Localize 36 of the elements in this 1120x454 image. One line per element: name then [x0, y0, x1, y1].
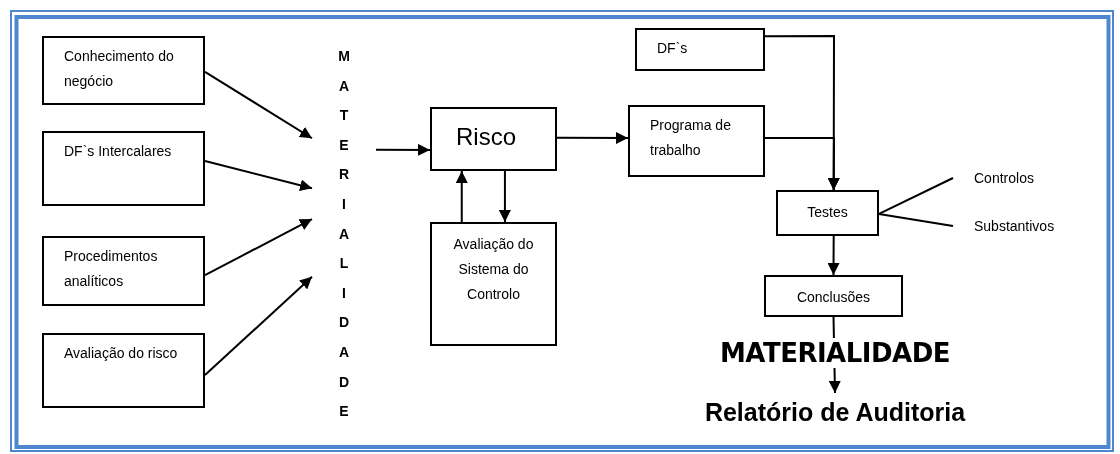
branch-label: Controlos — [974, 169, 1035, 188]
process-box — [635, 28, 765, 71]
box-text: Conclusões — [795, 288, 872, 307]
box-text: Programa de trabalho — [650, 116, 732, 160]
arrow — [204, 218, 313, 277]
box-text: Avaliação do risco — [64, 344, 179, 363]
process-box — [42, 236, 205, 306]
arrow — [204, 275, 313, 376]
connector-line — [878, 177, 954, 215]
box-text: Risco — [456, 122, 517, 152]
box-text: DF`s — [657, 39, 689, 58]
box-text: Testes — [806, 203, 849, 222]
arrow — [455, 170, 468, 223]
arrow — [764, 137, 840, 191]
process-box — [42, 131, 205, 206]
box-text: Conhecimento do negócio — [64, 47, 175, 91]
process-box — [42, 36, 205, 105]
connector-line — [878, 212, 954, 227]
process-box — [628, 105, 765, 177]
arrow — [556, 132, 629, 145]
box-text: Procedimentos analíticos — [64, 247, 159, 291]
process-box — [430, 222, 557, 346]
arrow — [498, 170, 511, 223]
process-box — [776, 190, 879, 236]
arrow — [827, 235, 840, 276]
box-text: Avaliação do Sistema do Controlo — [452, 235, 535, 304]
process-box — [430, 107, 557, 171]
report-title: Relatório de Auditoria — [703, 397, 967, 428]
branch-label: Substantivos — [974, 217, 1056, 236]
process-box — [42, 333, 205, 408]
arrow — [375, 143, 431, 156]
arrow — [204, 70, 313, 140]
process-box — [764, 275, 903, 317]
box-text: DF`s Intercalares — [64, 142, 173, 161]
arrow — [204, 160, 313, 192]
vertical-label: MATERIALIDADE — [338, 47, 350, 422]
